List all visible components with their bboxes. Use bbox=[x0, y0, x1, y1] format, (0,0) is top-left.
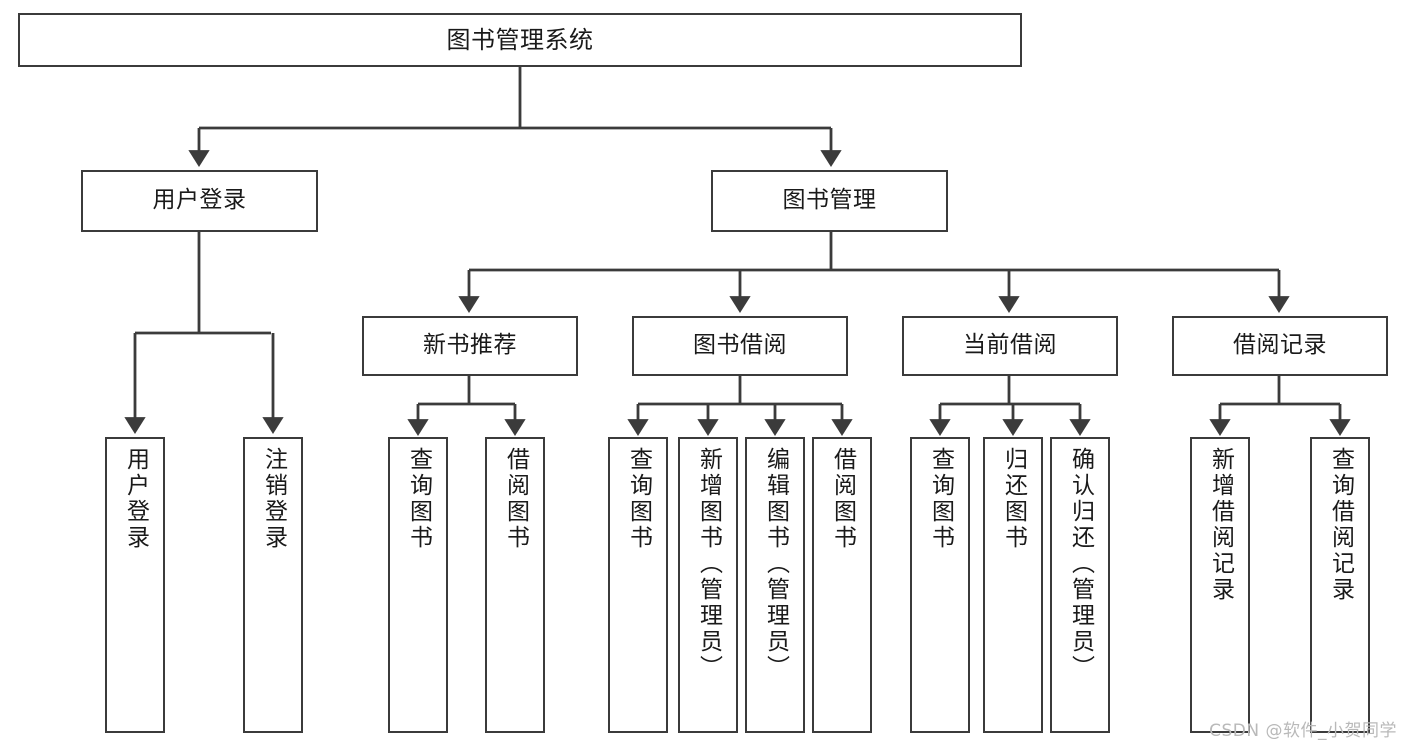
node-root-system[interactable]: 图书管理系统 bbox=[18, 13, 1022, 67]
node-leaf-borrow-book-1[interactable]: 借阅图书 bbox=[485, 437, 545, 733]
node-leaf-query-record[interactable]: 查询借阅记录 bbox=[1310, 437, 1370, 733]
node-label: 注销登录 bbox=[260, 447, 287, 551]
node-leaf-confirm-return[interactable]: 确认归还（管理员） bbox=[1050, 437, 1110, 733]
node-label: 编辑图书（管理员） bbox=[762, 447, 789, 681]
node-leaf-query-book-3[interactable]: 查询图书 bbox=[910, 437, 970, 733]
node-leaf-add-book[interactable]: 新增图书（管理员） bbox=[678, 437, 738, 733]
node-label: 查询图书 bbox=[405, 447, 432, 551]
node-leaf-edit-book[interactable]: 编辑图书（管理员） bbox=[745, 437, 805, 733]
node-current-borrow[interactable]: 当前借阅 bbox=[902, 316, 1118, 376]
node-leaf-logout-login[interactable]: 注销登录 bbox=[243, 437, 303, 733]
node-label: 用户登录 bbox=[122, 447, 149, 551]
node-leaf-query-book-2[interactable]: 查询图书 bbox=[608, 437, 668, 733]
node-label: 新书推荐 bbox=[423, 332, 517, 359]
node-leaf-return-book[interactable]: 归还图书 bbox=[983, 437, 1043, 733]
node-label: 确认归还（管理员） bbox=[1067, 447, 1094, 681]
node-label: 用户登录 bbox=[152, 187, 247, 214]
node-label: 图书借阅 bbox=[693, 332, 787, 359]
node-label: 借阅图书 bbox=[829, 447, 856, 551]
node-book-manage[interactable]: 图书管理 bbox=[711, 170, 948, 232]
node-label: 图书管理 bbox=[782, 187, 877, 214]
node-leaf-add-record[interactable]: 新增借阅记录 bbox=[1190, 437, 1250, 733]
node-label: 查询图书 bbox=[625, 447, 652, 551]
node-label: 图书管理系统 bbox=[446, 25, 594, 54]
node-user-login[interactable]: 用户登录 bbox=[81, 170, 318, 232]
node-leaf-borrow-book-2[interactable]: 借阅图书 bbox=[812, 437, 872, 733]
node-label: 新增借阅记录 bbox=[1207, 447, 1234, 603]
node-borrow-record[interactable]: 借阅记录 bbox=[1172, 316, 1388, 376]
node-label: 归还图书 bbox=[1000, 447, 1027, 551]
node-new-book-recommend[interactable]: 新书推荐 bbox=[362, 316, 578, 376]
node-label: 查询图书 bbox=[927, 447, 954, 551]
node-book-borrow[interactable]: 图书借阅 bbox=[632, 316, 848, 376]
node-label: 借阅记录 bbox=[1233, 332, 1327, 359]
node-label: 当前借阅 bbox=[963, 332, 1057, 359]
node-leaf-query-book-1[interactable]: 查询图书 bbox=[388, 437, 448, 733]
node-label: 新增图书（管理员） bbox=[695, 447, 722, 681]
node-label: 查询借阅记录 bbox=[1327, 447, 1354, 603]
node-label: 借阅图书 bbox=[502, 447, 529, 551]
node-leaf-user-login[interactable]: 用户登录 bbox=[105, 437, 165, 733]
